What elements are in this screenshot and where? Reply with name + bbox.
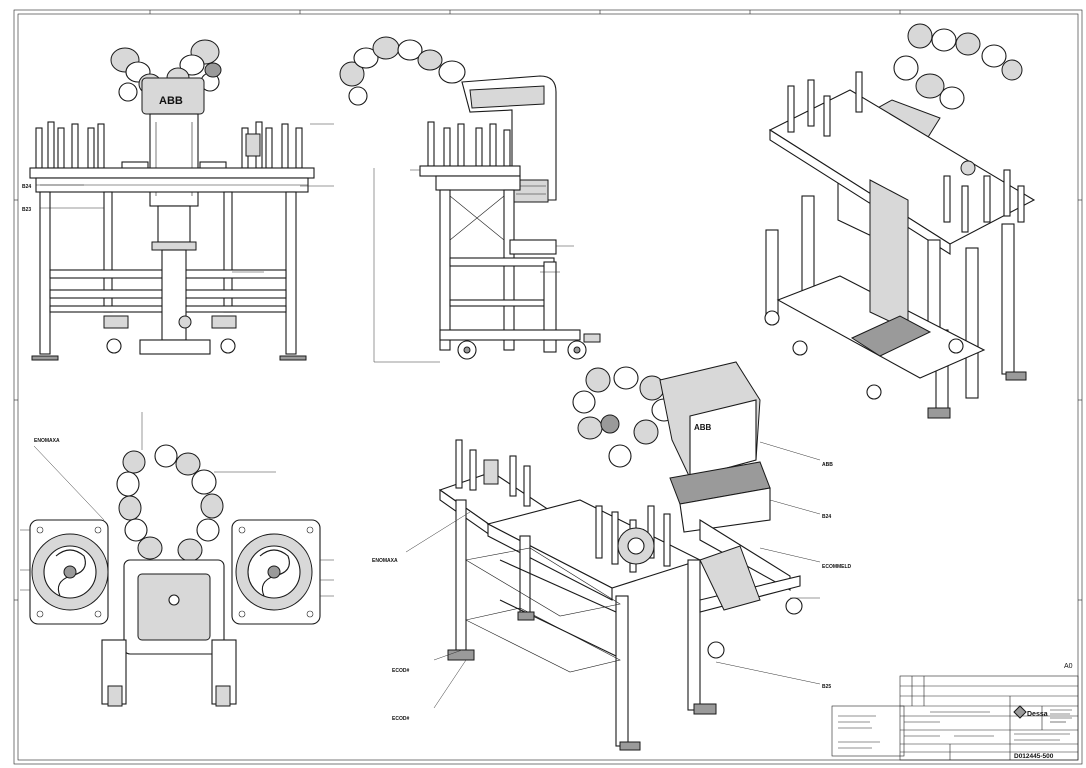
iso2-robot-brand: ABB <box>694 423 712 432</box>
front-callout-top: B24 <box>22 184 31 190</box>
sheet-border <box>13 9 1083 765</box>
top-view: ENOMAXA <box>20 412 334 707</box>
sheet-size-label: A0 <box>1064 663 1073 670</box>
front-callout-bottom: B23 <box>22 207 31 213</box>
front-robot-brand: ABB <box>159 95 183 107</box>
iso2-callout-left: ENOMAXA <box>372 558 398 564</box>
iso1-robot-arm <box>893 23 1023 110</box>
top-robot-arms <box>116 444 224 562</box>
top-left-fixture-plate <box>29 519 109 625</box>
iso2-callout-bottom-right: B25 <box>822 684 831 690</box>
iso2-callout-right-2: ECOMMELD <box>822 564 852 570</box>
iso2-callout-right-1: B24 <box>822 514 831 520</box>
front-view: ABB <box>22 39 334 361</box>
top-view-callout: ENOMAXA <box>34 438 60 444</box>
title-block: A0 Dessa D01244 <box>831 663 1079 761</box>
drawing-number: D012445-500 <box>1014 753 1054 760</box>
side-robot-arm <box>339 36 466 106</box>
side-view <box>339 36 601 363</box>
iso-view-top-right: ABB <box>764 23 1036 419</box>
company-name: Dessa <box>1027 711 1048 718</box>
top-right-fixture-plate <box>231 519 321 625</box>
iso2-callout-bottom-left-2: ECOD# <box>392 716 409 722</box>
company-logo: Dessa <box>1013 705 1072 723</box>
iso2-callout-brand: ABB <box>822 462 833 468</box>
iso2-callout-bottom-left-1: ECOD# <box>392 668 409 674</box>
iso-view-bottom: ABB <box>372 361 852 751</box>
